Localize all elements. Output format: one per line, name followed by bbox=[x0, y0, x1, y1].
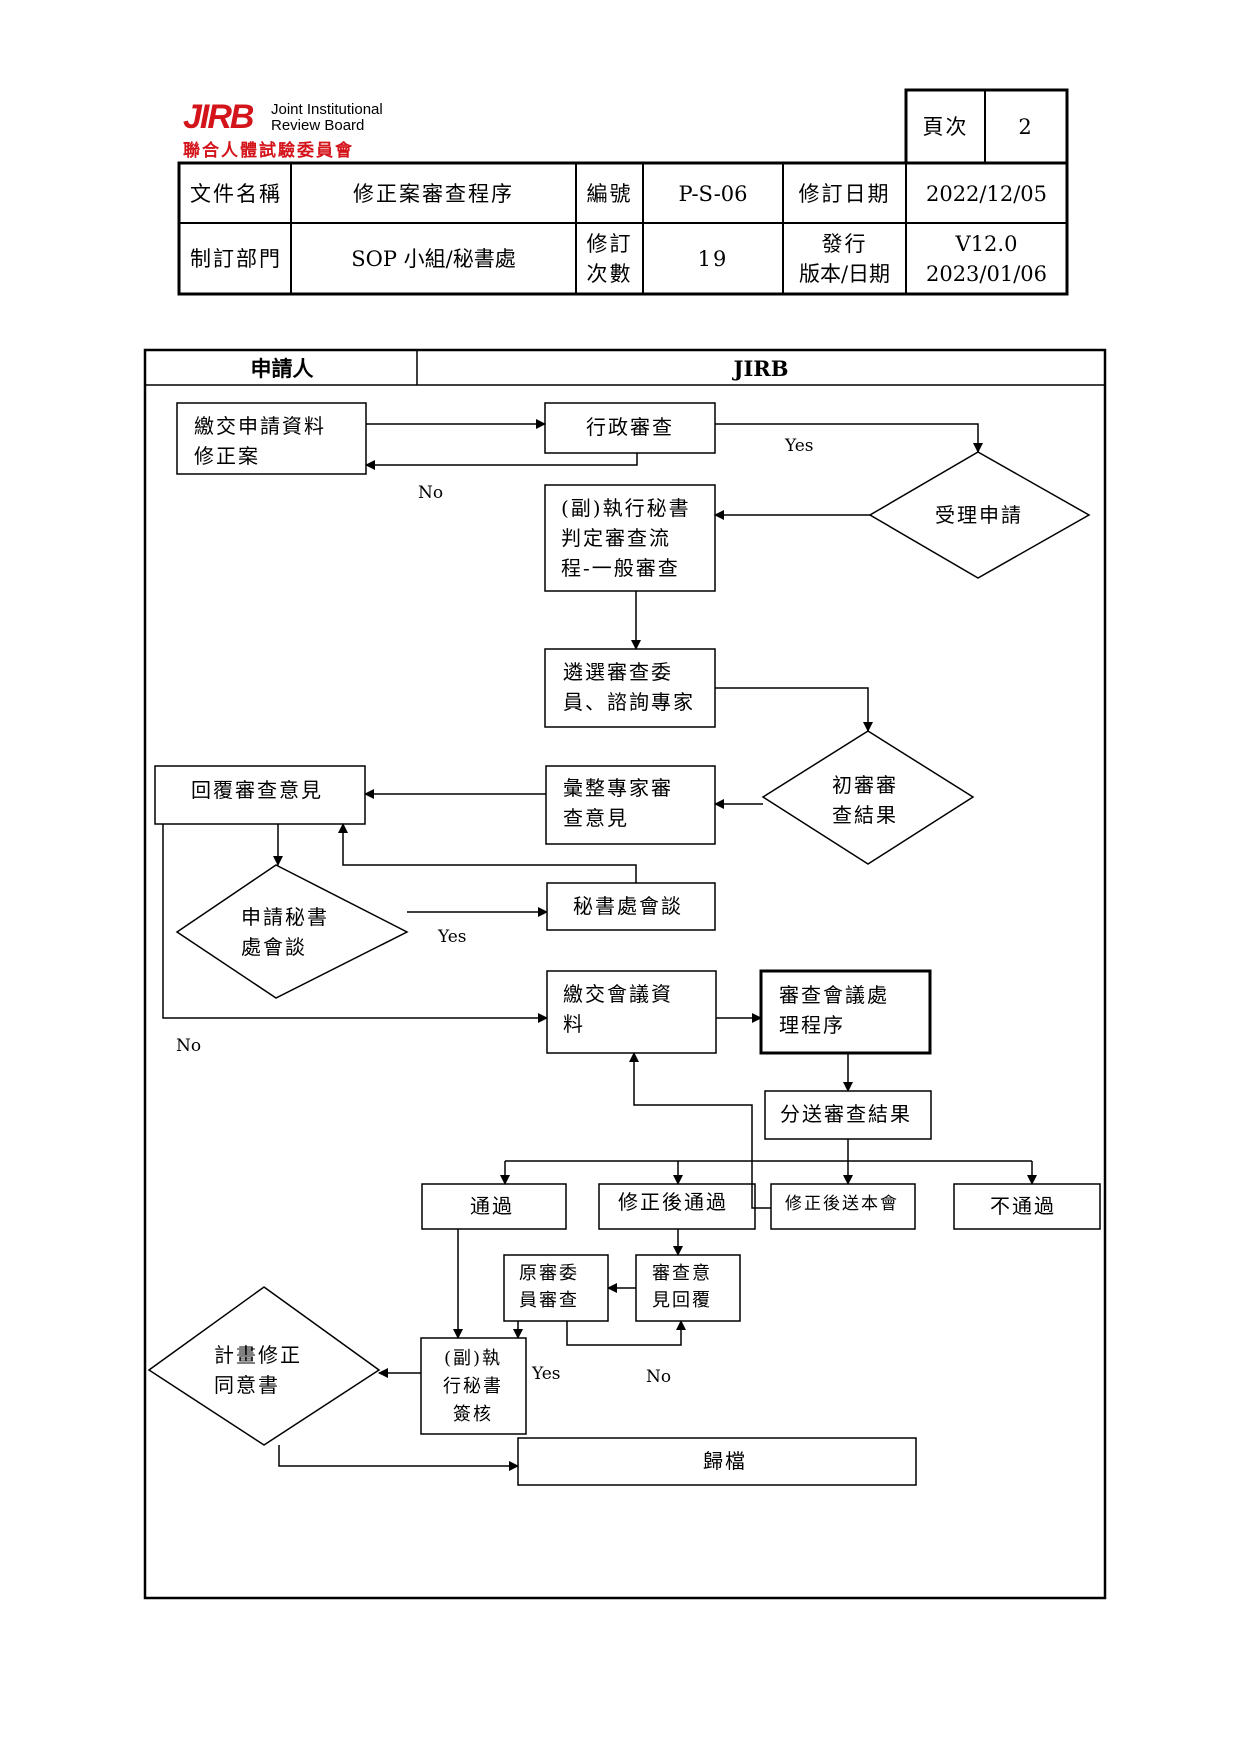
logo-english-name: Joint Institutional Review Board bbox=[271, 101, 383, 134]
lane-jirb: JIRB bbox=[733, 356, 789, 381]
edge-label-yes-sign: Yes bbox=[532, 1364, 561, 1384]
node-accept-application: 受理申請 bbox=[935, 503, 1023, 527]
node-not-approved: 不通過 bbox=[990, 1194, 1056, 1218]
node-admin-review: 行政審查 bbox=[586, 415, 674, 439]
node-plan-amendment-consent: 計畫修正同意書 bbox=[214, 1343, 302, 1397]
node-resubmit-after-revision: 修正後送本會 bbox=[785, 1194, 899, 1214]
node-meeting-review-process: 審查會議處理程序 bbox=[779, 983, 889, 1037]
node-distribute-results: 分送審查結果 bbox=[780, 1102, 912, 1126]
logo-mark: JIRB bbox=[183, 98, 254, 136]
doc-name-value: 修正案審查程序 bbox=[353, 182, 514, 206]
doc-name-label: 文件名稱 bbox=[190, 182, 282, 206]
edge-label-yes-meeting: Yes bbox=[438, 927, 467, 947]
lane-applicant: 申請人 bbox=[250, 356, 314, 381]
dept-label: 制訂部門 bbox=[190, 247, 282, 271]
dept-value: SOP 小組/秘書處 bbox=[351, 247, 516, 271]
number-label: 編號 bbox=[586, 182, 633, 206]
node-exec-secretary-sign: (副)執行秘書簽核 bbox=[443, 1348, 503, 1425]
box-approved bbox=[421, 1183, 567, 1230]
diamond-request-secretariat-meeting bbox=[175, 864, 409, 999]
diamond-plan-amendment-consent bbox=[147, 1286, 381, 1446]
version-value: V12.0 2023/01/06 bbox=[925, 232, 1048, 286]
jirb-logo: JIRB Joint Institutional Review Board 聯合… bbox=[183, 96, 443, 161]
node-archive: 歸檔 bbox=[703, 1449, 747, 1473]
node-submit-meeting-materials: 繳交會議資料 bbox=[563, 982, 673, 1036]
number-value: P-S-06 bbox=[678, 182, 748, 206]
diamond-initial-review-result bbox=[761, 730, 975, 865]
box-exec-secretary-decide bbox=[544, 484, 716, 592]
edge-label-no-sign: No bbox=[646, 1367, 672, 1387]
revision-date-value: 2022/12/05 bbox=[925, 182, 1048, 206]
node-reply-opinions: 回覆審查意見 bbox=[191, 778, 323, 802]
node-initial-review-result: 初審審查結果 bbox=[832, 773, 898, 827]
node-approved: 通過 bbox=[470, 1194, 514, 1218]
version-label: 發行 版本/日期 bbox=[798, 232, 891, 286]
edge-label-no-admin: No bbox=[418, 483, 444, 503]
edge-label-no-meeting: No bbox=[176, 1036, 202, 1056]
node-secretariat-meeting: 秘書處會談 bbox=[573, 894, 683, 918]
diamond-accept-application bbox=[868, 451, 1091, 579]
revision-count-label: 修訂 次數 bbox=[586, 232, 633, 286]
box-exec-secretary-sign bbox=[420, 1337, 527, 1435]
box-submit-amendment bbox=[176, 402, 367, 475]
page-label: 頁次 bbox=[922, 115, 969, 139]
node-submit-amendment: 繳交申請資料修正案 bbox=[194, 414, 326, 468]
edge-label-yes-admin: Yes bbox=[785, 436, 814, 456]
node-select-reviewers: 遴選審查委員、諮詢專家 bbox=[563, 660, 695, 714]
revision-date-label: 修訂日期 bbox=[798, 182, 891, 206]
node-request-secretariat-meeting: 申請秘書處會談 bbox=[241, 905, 329, 959]
logo-chinese-name: 聯合人體試驗委員會 bbox=[183, 141, 354, 161]
box-secretariat-meeting bbox=[546, 882, 716, 931]
node-approved-after-revision: 修正後通過 bbox=[618, 1190, 728, 1214]
node-review-opinion-reply: 審查意見回覆 bbox=[652, 1263, 712, 1311]
page-value: 2 bbox=[1018, 115, 1034, 139]
node-exec-secretary-decide: (副)執行秘書判定審查流程-一般審查 bbox=[561, 496, 691, 580]
node-compile-opinions: 彙整專家審查意見 bbox=[563, 776, 673, 830]
node-original-reviewer: 原審委員審查 bbox=[519, 1263, 579, 1311]
box-meeting-review-process bbox=[759, 969, 932, 1055]
flowchart-frame bbox=[143, 348, 1107, 1600]
revision-count-value: 19 bbox=[697, 247, 729, 271]
